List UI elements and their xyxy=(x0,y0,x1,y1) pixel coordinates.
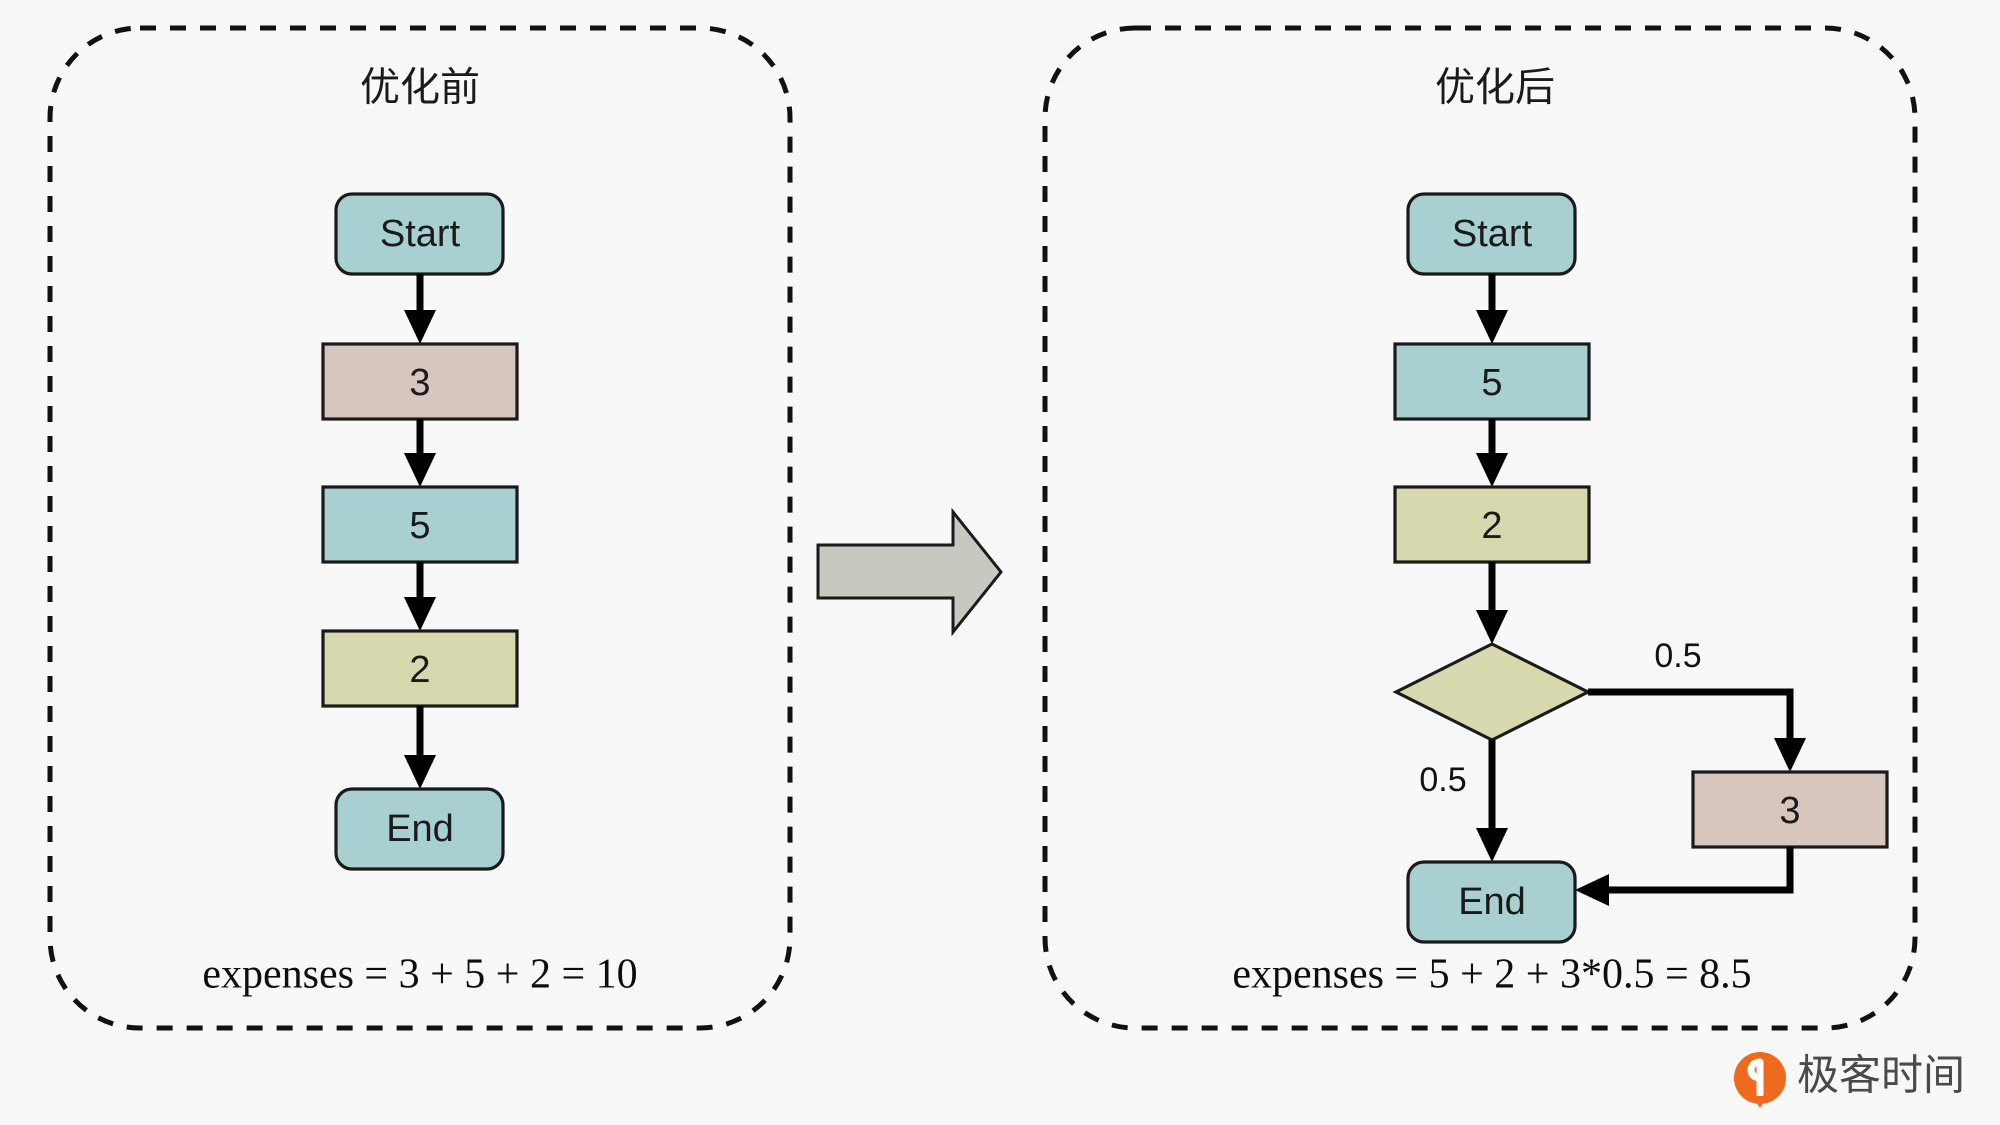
node-after-start: Start xyxy=(1406,192,1577,276)
node-before-5-shape xyxy=(321,485,519,564)
edge-after-decision-to-3: 0.5 xyxy=(1588,637,1806,772)
watermark-label: 极客时间 xyxy=(1797,1051,1965,1100)
edge-after-start-to-5 xyxy=(1476,274,1508,344)
node-after-2: 2 xyxy=(1393,485,1591,564)
node-after-3-label: 3 xyxy=(1779,790,1800,832)
panel-before: 优化前 Start 3 5 xyxy=(47,25,793,1031)
node-before-start-label: Start xyxy=(380,213,461,255)
watermark: 极客时间 xyxy=(1734,1051,1965,1108)
optimization-arrow-icon xyxy=(816,507,1003,637)
panel-before-border xyxy=(47,25,793,1031)
node-after-decision xyxy=(1392,642,1592,742)
node-after-end: End xyxy=(1406,860,1577,944)
edge-label-decision-end: 0.5 xyxy=(1419,761,1466,799)
node-before-3: 3 xyxy=(321,342,519,421)
node-after-5: 5 xyxy=(1393,342,1591,421)
node-after-3: 3 xyxy=(1691,770,1889,849)
node-after-decision-shape xyxy=(1392,642,1592,742)
panel-after-formula: expenses = 5 + 2 + 3*0.5 = 8.5 xyxy=(1232,952,1751,998)
edge-before-2-to-end xyxy=(404,706,436,789)
node-before-5-label: 5 xyxy=(409,505,430,547)
edge-after-5-to-2 xyxy=(1476,419,1508,487)
node-after-end-shape xyxy=(1406,860,1577,944)
panel-after-title: 优化后 xyxy=(1435,66,1555,110)
panel-before-formula: expenses = 3 + 5 + 2 = 10 xyxy=(202,952,637,998)
node-before-end-label: End xyxy=(386,808,454,850)
node-before-2: 2 xyxy=(321,629,519,708)
node-after-2-label: 2 xyxy=(1481,505,1502,547)
node-before-start: Start xyxy=(334,192,505,276)
node-after-end-label: End xyxy=(1458,881,1526,923)
node-after-start-label: Start xyxy=(1452,213,1533,255)
edge-label-decision-3: 0.5 xyxy=(1654,637,1701,675)
edge-after-decision-to-end: 0.5 xyxy=(1419,740,1508,862)
node-before-2-label: 2 xyxy=(409,649,430,691)
panel-before-title: 优化前 xyxy=(360,66,480,110)
panel-after: 优化后 Start 5 2 xyxy=(1042,25,1918,1031)
panel-after-border xyxy=(1042,25,1918,1031)
node-before-end-shape xyxy=(334,787,505,871)
node-before-3-label: 3 xyxy=(409,362,430,404)
edge-before-5-to-2 xyxy=(404,562,436,631)
edge-before-start-to-3 xyxy=(404,274,436,344)
node-before-2-shape xyxy=(321,629,519,708)
node-before-end: End xyxy=(334,787,505,871)
edge-before-3-to-5 xyxy=(404,419,436,487)
geektime-logo-icon xyxy=(1734,1052,1786,1108)
node-before-3-shape xyxy=(321,342,519,421)
node-after-5-label: 5 xyxy=(1481,362,1502,404)
edge-after-3-to-end xyxy=(1575,847,1794,906)
edge-after-2-to-decision xyxy=(1476,562,1508,644)
node-before-5: 5 xyxy=(321,485,519,564)
